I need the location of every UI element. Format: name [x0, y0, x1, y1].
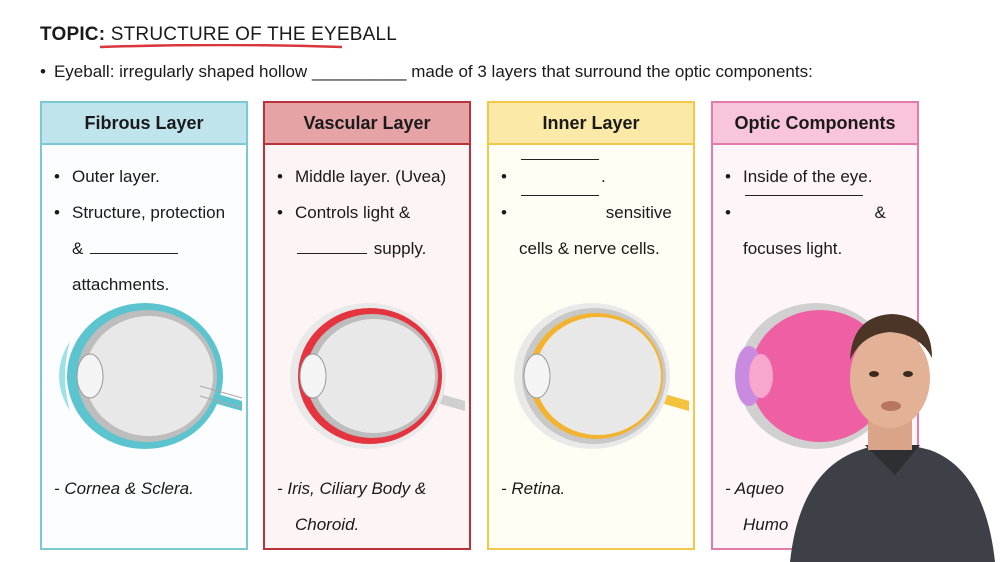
topic-title: STRUCTURE OF THE EYEBALL: [110, 24, 398, 45]
vascular-example-line1: - Iris, Ciliary Body &: [277, 479, 427, 498]
intro-text-after: made of 3 layers that surround the optic…: [411, 62, 813, 81]
eyeball-inner-icon: [514, 303, 689, 449]
vascular-bullet-2-cont: supply.: [277, 231, 459, 267]
optic-bullet-1: Inside of the eye.: [743, 167, 873, 186]
inner-bullet-2-cont: cells & nerve cells.: [519, 239, 660, 258]
vascular-bullet-2: Controls light &: [295, 203, 411, 222]
intro-text-before: Eyeball: irregularly shaped hollow: [53, 62, 308, 81]
presenter-video: [790, 314, 995, 562]
inner-layer-card: Inner Layer •. • sensitive cells & nerve…: [487, 101, 695, 550]
optic-example-line2: Humo: [743, 515, 789, 534]
vascular-example-line2: Choroid.: [295, 515, 360, 534]
fibrous-bullet-2-end: attachments.: [72, 275, 170, 294]
optic-example-line1: - Aqueo: [725, 479, 784, 498]
topic-underline: [100, 44, 342, 49]
vascular-layer-title: Vascular Layer: [265, 103, 469, 145]
fibrous-bullet-1: Outer layer.: [72, 167, 160, 186]
fibrous-layer-title: Fibrous Layer: [42, 103, 246, 145]
eyeball-vascular-icon: [290, 303, 465, 449]
eyeball-fibrous-icon: [59, 303, 242, 449]
optic-bullet-2-cont: focuses light.: [743, 239, 843, 258]
inner-layer-title: Inner Layer: [489, 103, 693, 145]
intro-line: • Eyeball: irregularly shaped hollow ____…: [40, 62, 813, 82]
fibrous-bullet-2: Structure, protection: [72, 203, 226, 222]
intro-bullet: •: [40, 62, 46, 81]
intro-blank: __________: [311, 62, 407, 81]
inner-example: - Retina.: [501, 479, 566, 498]
optic-bullet-2: &: [874, 203, 886, 222]
fibrous-example: - Cornea & Sclera.: [54, 479, 194, 498]
inner-bullet-2: sensitive: [605, 203, 672, 222]
fibrous-bullet-2-cont: &: [54, 231, 236, 267]
fibrous-layer-card: Fibrous Layer •Outer layer. •Structure, …: [40, 101, 248, 550]
vascular-layer-card: Vascular Layer •Middle layer. (Uvea) •Co…: [263, 101, 471, 550]
topic-heading: TOPIC: STRUCTURE OF THE EYEBALL: [40, 24, 397, 46]
vascular-bullet-1: Middle layer. (Uvea): [295, 167, 447, 186]
optic-components-title: Optic Components: [713, 103, 917, 145]
inner-bullet-1: .: [601, 167, 606, 186]
topic-label: TOPIC:: [40, 24, 106, 45]
